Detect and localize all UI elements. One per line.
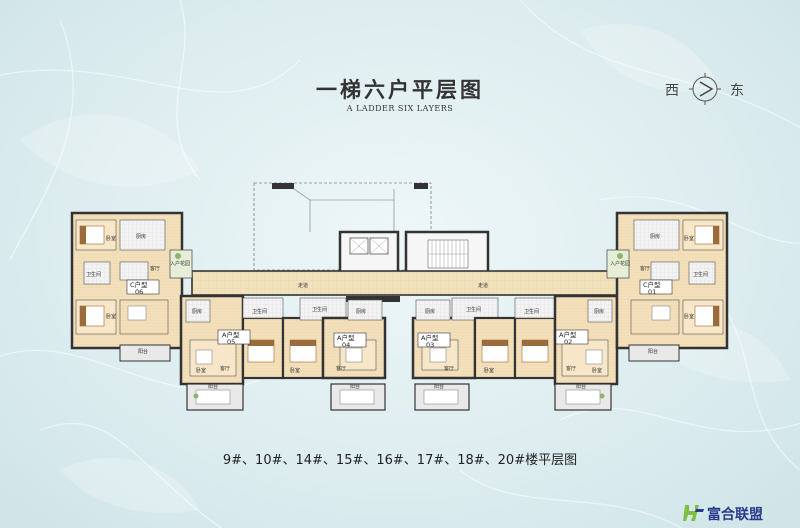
kitchen-label: 厨房 (192, 308, 202, 315)
kitchen-label: 厨房 (425, 308, 435, 315)
unit-number-06: 06 (135, 288, 143, 296)
unit-number-05: 05 (227, 338, 235, 346)
unit-a-05: A户型 05 厨房 卫生间 卧室 客厅 阳台 (179, 294, 285, 411)
bedroom-label: 卧室 (290, 367, 300, 374)
page-title: 一梯六户平层图 (316, 78, 484, 102)
living-label: 客厅 (566, 365, 576, 372)
balcony-label: 阳台 (208, 383, 218, 390)
bedroom-label: 卧室 (106, 313, 116, 320)
balcony-label: 阳台 (350, 383, 360, 390)
kitchen-label: 厨房 (650, 233, 660, 240)
unit-a-04: A户型 04 卫生间 厨房 卧室 客厅 阳台 (281, 297, 387, 411)
unit-number-02: 02 (564, 338, 572, 346)
unit-type-06: C户型 (130, 280, 148, 289)
unit-type-04: A户型 (337, 333, 355, 342)
roof-lines (293, 188, 395, 232)
entry-garden-label: 入户花园 (170, 260, 190, 267)
bath-label: 卫生间 (466, 306, 481, 313)
bedroom-label: 卧室 (196, 367, 206, 374)
balcony-label: 阳台 (434, 383, 444, 390)
unit-number-01: 01 (648, 288, 656, 296)
compass-arrow-icon (689, 73, 721, 105)
stair-core (404, 230, 490, 274)
balcony-label: 阳台 (138, 348, 148, 355)
unit-type-05: A户型 (222, 330, 240, 339)
unit-number-03: 03 (426, 341, 434, 349)
living-label: 客厅 (444, 365, 454, 372)
unit-number-04: 04 (342, 341, 350, 349)
building-caption: 9#、10#、14#、15#、16#、17#、18#、20#楼平层图 (222, 453, 578, 468)
unit-a-02: A户型 02 卫生间 厨房 卧室 客厅 阳台 (513, 294, 619, 411)
living-label: 客厅 (150, 265, 160, 272)
unit-a-03: A户型 03 厨房 卫生间 卧室 客厅 阳台 (411, 297, 517, 411)
roof-beam (272, 183, 294, 189)
bedroom-label: 卧室 (592, 367, 602, 374)
compass-east-label: 东 (730, 83, 744, 99)
bedroom-label: 卧室 (484, 367, 494, 374)
bath-label: 卫生间 (86, 271, 101, 278)
page-subtitle: A LADDER SIX LAYERS (346, 104, 454, 113)
living-label: 客厅 (640, 265, 650, 272)
brand-logo-icon (683, 505, 704, 521)
balcony-label: 阳台 (648, 348, 658, 355)
plants (175, 253, 623, 399)
unit-type-03: A户型 (421, 333, 439, 342)
entry-garden-label: 入户花园 (610, 260, 630, 267)
bath-label: 卫生间 (693, 271, 708, 278)
compass: 西 东 (665, 71, 745, 107)
bedroom-label: 卧室 (684, 235, 694, 242)
living-label: 客厅 (336, 365, 346, 372)
unit-c-06: C户型 06 卧室 卧室 厨房 卫生间 客厅 入户花园 阳台 (70, 211, 193, 362)
bedroom-label: 卧室 (106, 235, 116, 242)
balcony-label: 阳台 (576, 383, 586, 390)
core-wall (346, 296, 400, 302)
corridor (191, 270, 618, 296)
bath-label: 卫生间 (312, 306, 327, 313)
kitchen-label: 厨房 (356, 308, 366, 315)
bath-label: 卫生间 (252, 308, 267, 315)
bedroom-label: 卧室 (684, 313, 694, 320)
brand-name: 富合联盟 (707, 507, 763, 523)
roof-beam-2 (414, 183, 428, 189)
elevator-core (338, 230, 400, 274)
bath-label: 卫生间 (524, 308, 539, 315)
kitchen-label: 厨房 (136, 233, 146, 240)
compass-west-label: 西 (665, 83, 679, 99)
living-label: 客厅 (220, 365, 230, 372)
unit-type-02: A户型 (559, 330, 577, 339)
corridor-label-left: 走道 (298, 282, 308, 289)
kitchen-label: 厨房 (594, 308, 604, 315)
unit-type-01: C户型 (643, 280, 661, 289)
unit-c-01: C户型 01 卧室 卧室 厨房 卫生间 客厅 入户花园 阳台 (606, 211, 729, 362)
corridor-label-right: 走道 (478, 282, 488, 289)
